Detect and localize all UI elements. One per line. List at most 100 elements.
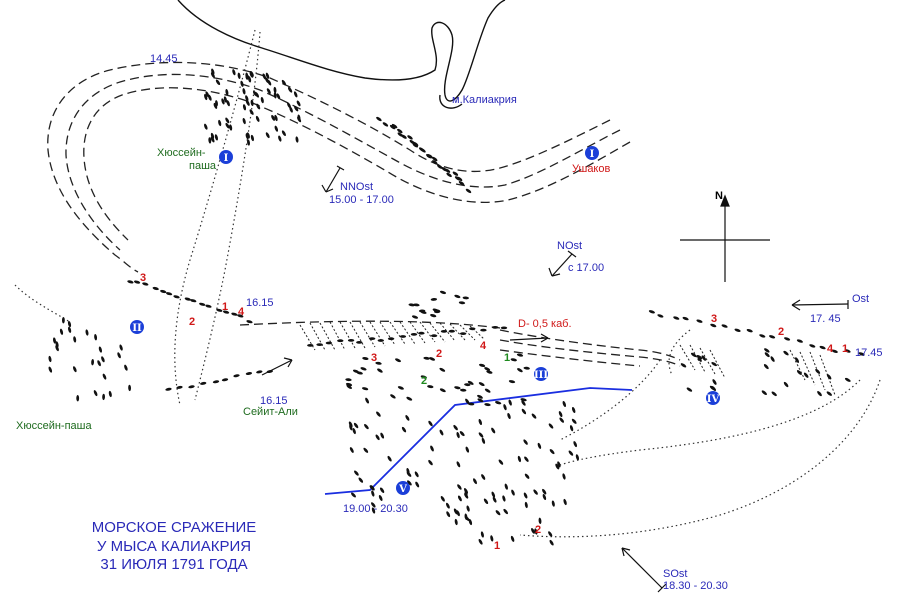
- ship-glyph: [483, 498, 489, 505]
- ship-glyph: [711, 362, 718, 367]
- ship-glyph: [363, 447, 369, 453]
- ship-glyph: [360, 367, 367, 371]
- ship-glyph: [216, 308, 223, 312]
- ship-glyph: [242, 104, 247, 111]
- ship-glyph: [521, 400, 526, 406]
- ship-glyph: [406, 467, 410, 475]
- ship-glyph: [271, 114, 276, 121]
- ship-glyph: [407, 480, 412, 486]
- ship-glyph: [454, 518, 458, 526]
- ship-glyph: [682, 316, 689, 321]
- ship-glyph: [440, 495, 445, 502]
- ship-glyph: [537, 442, 542, 449]
- label-wind-nnost-time: 15.00 - 17.00: [329, 194, 394, 206]
- ship-glyph: [378, 495, 383, 501]
- ship-glyph: [531, 413, 537, 419]
- ship-glyph: [508, 399, 512, 406]
- ship-glyph: [375, 361, 382, 365]
- ship-glyph: [445, 502, 450, 509]
- ship-glyph: [478, 538, 483, 545]
- ship-glyph: [542, 488, 547, 495]
- ship-glyph: [356, 371, 363, 375]
- ship-glyph: [397, 128, 403, 134]
- ship-glyph: [453, 424, 458, 431]
- ship-glyph: [559, 417, 565, 423]
- ship-glyph: [549, 539, 554, 546]
- wind-arrow-sost: [621, 547, 667, 593]
- ship-glyph: [247, 139, 250, 146]
- ship-glyph: [473, 478, 477, 485]
- ship-glyph: [555, 463, 560, 470]
- phase-marker-i-russian: I: [585, 146, 599, 160]
- label-wind-nost: NOst: [557, 240, 582, 252]
- ship-glyph: [248, 76, 252, 83]
- ship-glyph: [771, 391, 777, 397]
- ship-glyph: [831, 349, 838, 354]
- ship-glyph: [746, 328, 753, 333]
- ship-glyph: [523, 366, 530, 370]
- ship-glyph: [399, 335, 407, 338]
- ship-glyph: [460, 388, 467, 392]
- ship-glyph: [226, 100, 230, 107]
- ship-glyph: [794, 357, 800, 363]
- cape-tip: [439, 94, 463, 109]
- ship-number: 2: [436, 348, 442, 360]
- ship-glyph: [352, 428, 356, 435]
- ship-glyph: [48, 355, 52, 363]
- label-seit-ali: Сейит-Али: [243, 406, 298, 418]
- ship-glyph: [408, 303, 415, 307]
- ship-glyph: [562, 473, 566, 480]
- ship-glyph: [504, 483, 508, 490]
- ship-glyph: [428, 459, 433, 466]
- ship-glyph: [697, 356, 702, 362]
- ship-number: 1: [842, 343, 848, 355]
- ship-glyph: [278, 135, 282, 142]
- ship-number: 3: [371, 352, 377, 364]
- label-wind-nnost: NNOst: [340, 181, 373, 193]
- ship-glyph: [371, 507, 376, 514]
- ship-glyph: [401, 426, 407, 433]
- ship-glyph: [382, 122, 389, 127]
- ship-glyph: [68, 326, 72, 333]
- ship-glyph: [502, 495, 506, 502]
- ship-glyph: [418, 309, 426, 313]
- ship-glyph: [297, 116, 302, 123]
- ship-glyph: [347, 339, 355, 342]
- ship-glyph: [379, 487, 385, 493]
- ship-glyph: [712, 379, 717, 385]
- ship-glyph: [407, 135, 413, 140]
- ship-glyph: [568, 450, 574, 456]
- ship-glyph: [517, 455, 522, 463]
- ship-glyph: [524, 456, 529, 462]
- ship-glyph: [427, 385, 434, 389]
- ship-glyph: [459, 332, 467, 335]
- ship-glyph: [465, 446, 470, 453]
- ship-glyph: [464, 513, 468, 520]
- ship-glyph: [397, 132, 404, 137]
- ship-glyph: [446, 172, 452, 178]
- ship-glyph: [796, 339, 803, 343]
- ship-glyph: [356, 341, 363, 344]
- ship-glyph: [93, 390, 98, 397]
- ship-glyph: [491, 427, 496, 434]
- ship-number: 2: [421, 375, 427, 387]
- ship-glyph: [571, 406, 576, 414]
- ship-glyph: [480, 531, 484, 538]
- ship-glyph: [294, 105, 299, 112]
- ship-glyph: [680, 363, 687, 368]
- label-time-1745: 17.45: [855, 347, 883, 359]
- ship-glyph: [770, 356, 775, 362]
- ship-glyph: [390, 394, 396, 399]
- ship-glyph: [368, 337, 376, 340]
- ship-glyph: [406, 396, 413, 401]
- ship-glyph: [412, 141, 419, 147]
- ship-glyph: [364, 423, 369, 430]
- ship-glyph: [73, 336, 77, 343]
- ship-glyph: [427, 154, 433, 159]
- ship-glyph: [173, 295, 180, 299]
- ship-glyph: [231, 312, 238, 316]
- ship-glyph: [346, 384, 352, 389]
- ship-glyph: [484, 367, 491, 371]
- ship-glyph: [410, 333, 418, 336]
- ship-glyph: [503, 508, 509, 515]
